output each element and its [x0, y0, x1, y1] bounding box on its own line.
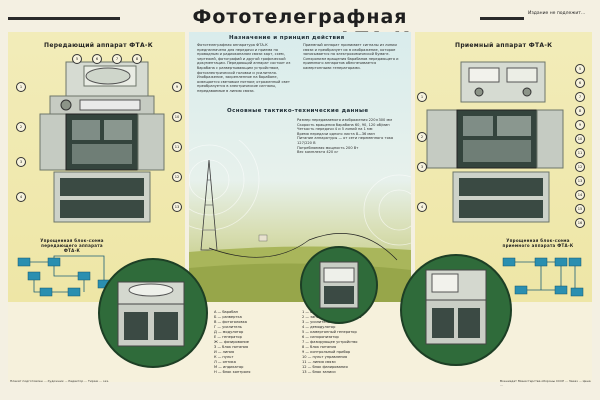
footer-credits-left: Плакат подготовлен ... Художник ... Реда… [10, 379, 110, 383]
legend-item: И — линия [214, 350, 235, 354]
callout-marker: 9 [575, 120, 585, 130]
legend-item: 11 — линия связи [302, 360, 336, 364]
legend-item: Н — блок контроля [214, 370, 251, 374]
left-panel-title: Передающий аппарат ФТА-К [44, 42, 153, 49]
receiver-block-diagram [501, 254, 587, 300]
callout-marker: 3 [417, 162, 427, 172]
callout-marker: 10 [575, 134, 585, 144]
callout-marker: 1 [16, 82, 26, 92]
callout-marker: 7 [575, 92, 585, 102]
transmitter-block-diagram [14, 254, 124, 300]
callout-marker: 11 [575, 148, 585, 158]
legend-item: 13 — блок записи [302, 370, 336, 374]
callout-marker: 2 [417, 132, 427, 142]
callout-marker: 9 [172, 82, 182, 92]
legend-item: 8 — блок питания [302, 345, 337, 349]
legend-item: А — барабан [214, 310, 239, 314]
legend-item: Б — развертка [214, 315, 242, 319]
legend-item: 9 — контрольный прибор [302, 350, 351, 354]
left-legend: А — барабан Б — развертка В — фотоголовк… [214, 310, 250, 375]
receiver-apparatus-image [423, 60, 565, 225]
legend-item: 12 — блок фазирования [302, 365, 348, 369]
right-circle-image [400, 254, 512, 366]
left-diagram-title: Упрощенная блок-схема передающего аппара… [40, 238, 104, 253]
callout-marker: 2 [16, 122, 26, 132]
specs-text: Размер передаваемого изображения 220×300… [297, 118, 394, 155]
purpose-heading: Назначение и принцип действия [229, 35, 345, 41]
purpose-text-right: Приемный аппарат принимает сигналы из ли… [303, 43, 400, 70]
legend-item: Ж — фазирование [214, 340, 249, 344]
specs-heading: Основные тактико-технические данные [227, 108, 369, 114]
callout-marker: 5 [575, 64, 585, 74]
center-circle-image [300, 246, 378, 324]
callout-marker: 7 [112, 54, 122, 64]
callout-marker: 4 [417, 202, 427, 212]
legend-item: 10 — пульт управления [302, 355, 348, 359]
right-panel-title: Приемный аппарат ФТА-К [455, 42, 553, 49]
legend-item: К — пульт [214, 355, 234, 359]
title-rule-left [8, 17, 120, 20]
legend-item: Д — модулятор [214, 330, 244, 334]
legend-item: В — фотоголовка [214, 320, 247, 324]
footer-credits-right: Воениздат Министерства обороны СССР ... … [500, 379, 591, 387]
legend-item: 5 — камертонный генератор [302, 330, 357, 334]
legend-item: З — блок питания [214, 345, 249, 349]
callout-marker: 12 [575, 162, 585, 172]
legend-item: Е — генератор [214, 335, 242, 339]
callout-marker: 16 [575, 218, 585, 228]
legend-item: 6 — синхронизатор [302, 335, 339, 339]
callout-marker: 6 [575, 78, 585, 88]
print-notice: Издание не подлежит... [528, 11, 586, 16]
callout-marker: 4 [16, 192, 26, 202]
callout-marker: 15 [575, 204, 585, 214]
title-rule-right [480, 17, 524, 20]
callout-marker: 5 [72, 54, 82, 64]
purpose-text-left: Фототелеграфная аппаратура ФТА-К предназ… [197, 43, 292, 93]
callout-marker: 8 [132, 54, 142, 64]
right-diagram-title: Упрощенная блок-схема приемного аппарата… [502, 238, 574, 248]
callout-marker: 8 [575, 106, 585, 116]
center-panel: Назначение и принцип действия Фототелегр… [158, 32, 435, 302]
callout-marker: 3 [16, 157, 26, 167]
left-circle-image [98, 258, 208, 368]
legend-item: 3 — усилитель приема [302, 320, 346, 324]
legend-item: 4 — демодулятор [302, 325, 336, 329]
legend-item: 7 — фазирующее устройство [302, 340, 358, 344]
callout-marker: 11 [172, 142, 182, 152]
callout-marker: 13 [172, 202, 182, 212]
legend-item: М — индикатор [214, 365, 244, 369]
callout-marker: 12 [172, 172, 182, 182]
legend-item: Г — усилитель [214, 325, 242, 329]
callout-marker: 13 [575, 176, 585, 186]
transmitter-apparatus-image [36, 60, 168, 225]
left-panel: Передающий аппарат ФТА-К 1 [8, 32, 185, 302]
callout-marker: 6 [92, 54, 102, 64]
callout-marker: 14 [575, 190, 585, 200]
callout-marker: 1 [417, 92, 427, 102]
legend-item: Л — оптика [214, 360, 236, 364]
callout-marker: 10 [172, 112, 182, 122]
